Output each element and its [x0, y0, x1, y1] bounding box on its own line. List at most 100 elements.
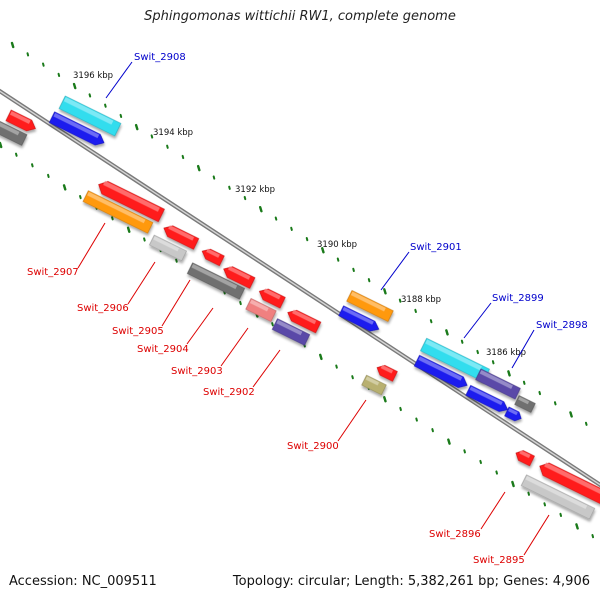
gene-gray-feature-highlight — [191, 263, 238, 290]
ruler-tick — [72, 82, 77, 90]
gene-gray-feature — [514, 395, 536, 413]
ruler-tick — [321, 247, 325, 254]
gene-blue-feature-highlight — [469, 386, 503, 406]
gene-red-feature-highlight — [292, 309, 317, 325]
gene-label: Swit_2901 — [410, 242, 462, 253]
ruler-tick — [463, 449, 466, 454]
ruler-tick — [479, 459, 482, 465]
ruler-tick — [111, 216, 114, 221]
gene-red-feature — [223, 266, 256, 289]
ruler-tick — [543, 502, 547, 507]
ruler-tick — [538, 390, 542, 396]
gene-gray-feature — [520, 474, 596, 520]
ruler-tick — [119, 113, 123, 119]
ruler-tick — [0, 141, 3, 149]
gene-gray-feature — [186, 262, 246, 300]
ruler-tick — [126, 226, 131, 233]
gene-red-feature — [515, 450, 535, 467]
gene-red-feature-body — [515, 450, 535, 467]
ruler-tick — [383, 396, 387, 403]
ruler-label: 3186 kbp — [486, 348, 526, 358]
gene-blue-feature-highlight — [418, 356, 463, 381]
gene-red-feature — [258, 288, 286, 309]
ruler-tick — [336, 257, 340, 262]
gene-red-feature-highlight — [544, 462, 600, 495]
genome-summary-text: Topology: circular; Length: 5,382,261 bp… — [232, 574, 590, 589]
ruler-tick — [553, 401, 557, 406]
gene-orange-feature-highlight — [350, 291, 386, 312]
gene-red-feature — [163, 225, 200, 250]
gene-label-leader — [220, 327, 249, 367]
ruler-label: 3192 kbp — [235, 185, 275, 195]
ruler-tick — [460, 339, 464, 344]
map-title: Sphingomonas wittichii RW1, complete gen… — [144, 9, 456, 24]
ruler-tick — [15, 152, 18, 157]
gene-khaki-feature — [361, 374, 387, 396]
ruler-tick — [352, 267, 355, 272]
gene-red-feature-body — [539, 462, 600, 505]
ruler-tick — [431, 428, 434, 433]
ruler-tick — [271, 322, 274, 327]
gene-label: Swit_2905 — [112, 326, 164, 337]
ruler-label: 3190 kbp — [317, 240, 357, 250]
gene-label-leader — [186, 307, 214, 345]
gene-label: Swit_2906 — [77, 303, 129, 314]
gene-red-feature-body — [98, 181, 165, 223]
gene-swit-2908-feature — [58, 95, 122, 137]
gene-pink-feature — [245, 298, 277, 322]
gene-blue-feature — [504, 406, 522, 422]
ruler-tick — [591, 534, 595, 539]
gene-red-feature-highlight — [380, 364, 394, 374]
ruler-tick — [62, 184, 67, 191]
gene-label: Swit_2903 — [171, 366, 223, 377]
ruler-tick — [495, 470, 498, 475]
gene-label: Swit_2898 — [536, 320, 588, 331]
ruler-tick — [305, 236, 309, 242]
ruler-tick — [511, 480, 515, 488]
ruler-tick — [445, 329, 449, 336]
gene-label-leader — [337, 399, 367, 442]
gene-red-feature-highlight — [10, 111, 31, 124]
gene-blue-feature-highlight — [342, 306, 374, 325]
ruler-tick — [584, 421, 588, 426]
gene-red-feature-body — [201, 248, 225, 267]
ruler-tick — [398, 298, 402, 303]
ruler-tick — [335, 364, 338, 369]
gene-red-feature — [201, 248, 225, 267]
ruler-label: 3188 kbp — [401, 295, 441, 305]
gene-red-feature-body — [223, 266, 256, 289]
gene-khaki-feature-highlight — [365, 376, 380, 386]
gene-red-feature — [376, 364, 398, 382]
ruler-tick — [150, 134, 154, 139]
gene-gray-feature-highlight — [153, 236, 180, 252]
gene-swit-2901-feature-highlight — [425, 339, 482, 371]
gene-red-feature-highlight — [263, 288, 281, 300]
gene-label-leader — [105, 61, 133, 99]
ruler-tick — [559, 512, 563, 518]
gene-blue-feature-highlight — [508, 408, 518, 416]
gene-blue-feature — [338, 305, 380, 332]
ruler-tick — [527, 491, 531, 496]
gene-slate-feature — [271, 318, 311, 346]
gene-orange-feature — [82, 190, 154, 234]
gene-pink-feature-highlight — [249, 299, 269, 312]
gene-red-feature-body — [163, 225, 200, 250]
gene-slate-feature-highlight — [479, 370, 513, 389]
gene-red-feature-highlight — [206, 248, 220, 258]
gene-label: Swit_2900 — [287, 441, 339, 452]
gene-label: Swit_2895 — [473, 555, 525, 566]
gene-label-leader — [523, 514, 550, 556]
gene-label: Swit_2908 — [134, 52, 186, 63]
ruler-tick — [134, 123, 139, 131]
ruler-tick — [447, 438, 451, 445]
gene-blue-feature — [413, 354, 468, 388]
ruler-tick — [228, 185, 231, 190]
ruler-tick — [57, 72, 61, 77]
gene-slate-feature — [475, 368, 521, 400]
ruler-tick — [507, 370, 511, 377]
ruler-tick — [239, 300, 242, 306]
gene-label: Swit_2896 — [429, 529, 481, 540]
ruler-tick — [569, 411, 573, 418]
gene-label-leader — [463, 302, 492, 339]
